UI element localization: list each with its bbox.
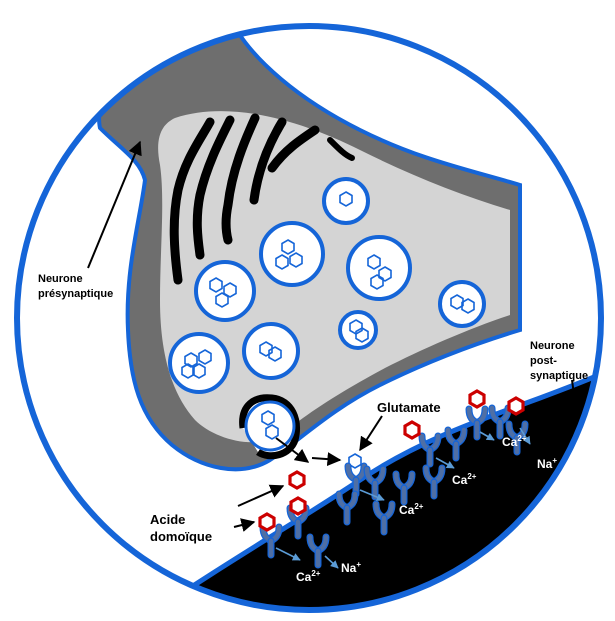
vesicle-6: [340, 312, 376, 348]
domoic-acid-molecule: [405, 422, 419, 438]
vesicle-8: [170, 334, 228, 392]
vesicle-2: [261, 223, 323, 285]
postsynaptic-label: Neurone post- synaptique: [530, 340, 588, 382]
domoic-acid-molecule: [509, 398, 523, 414]
vesicle-3: [196, 262, 254, 320]
domoic-acid-molecule: [470, 391, 484, 407]
vesicle-4: [348, 237, 410, 299]
vesicle-5: [440, 282, 484, 326]
vesicle-1: [324, 179, 368, 223]
vesicle-7: [244, 324, 298, 378]
domoic-acid-molecule: [290, 472, 304, 488]
presynaptic-label: Neurone présynaptique: [38, 273, 113, 300]
domoic-acid-label: Acide domoïque: [150, 512, 212, 544]
glutamate-label: Glutamate: [377, 400, 441, 415]
domoic-acid-molecule: [260, 514, 274, 530]
domoic-acid-molecule: [291, 498, 305, 514]
